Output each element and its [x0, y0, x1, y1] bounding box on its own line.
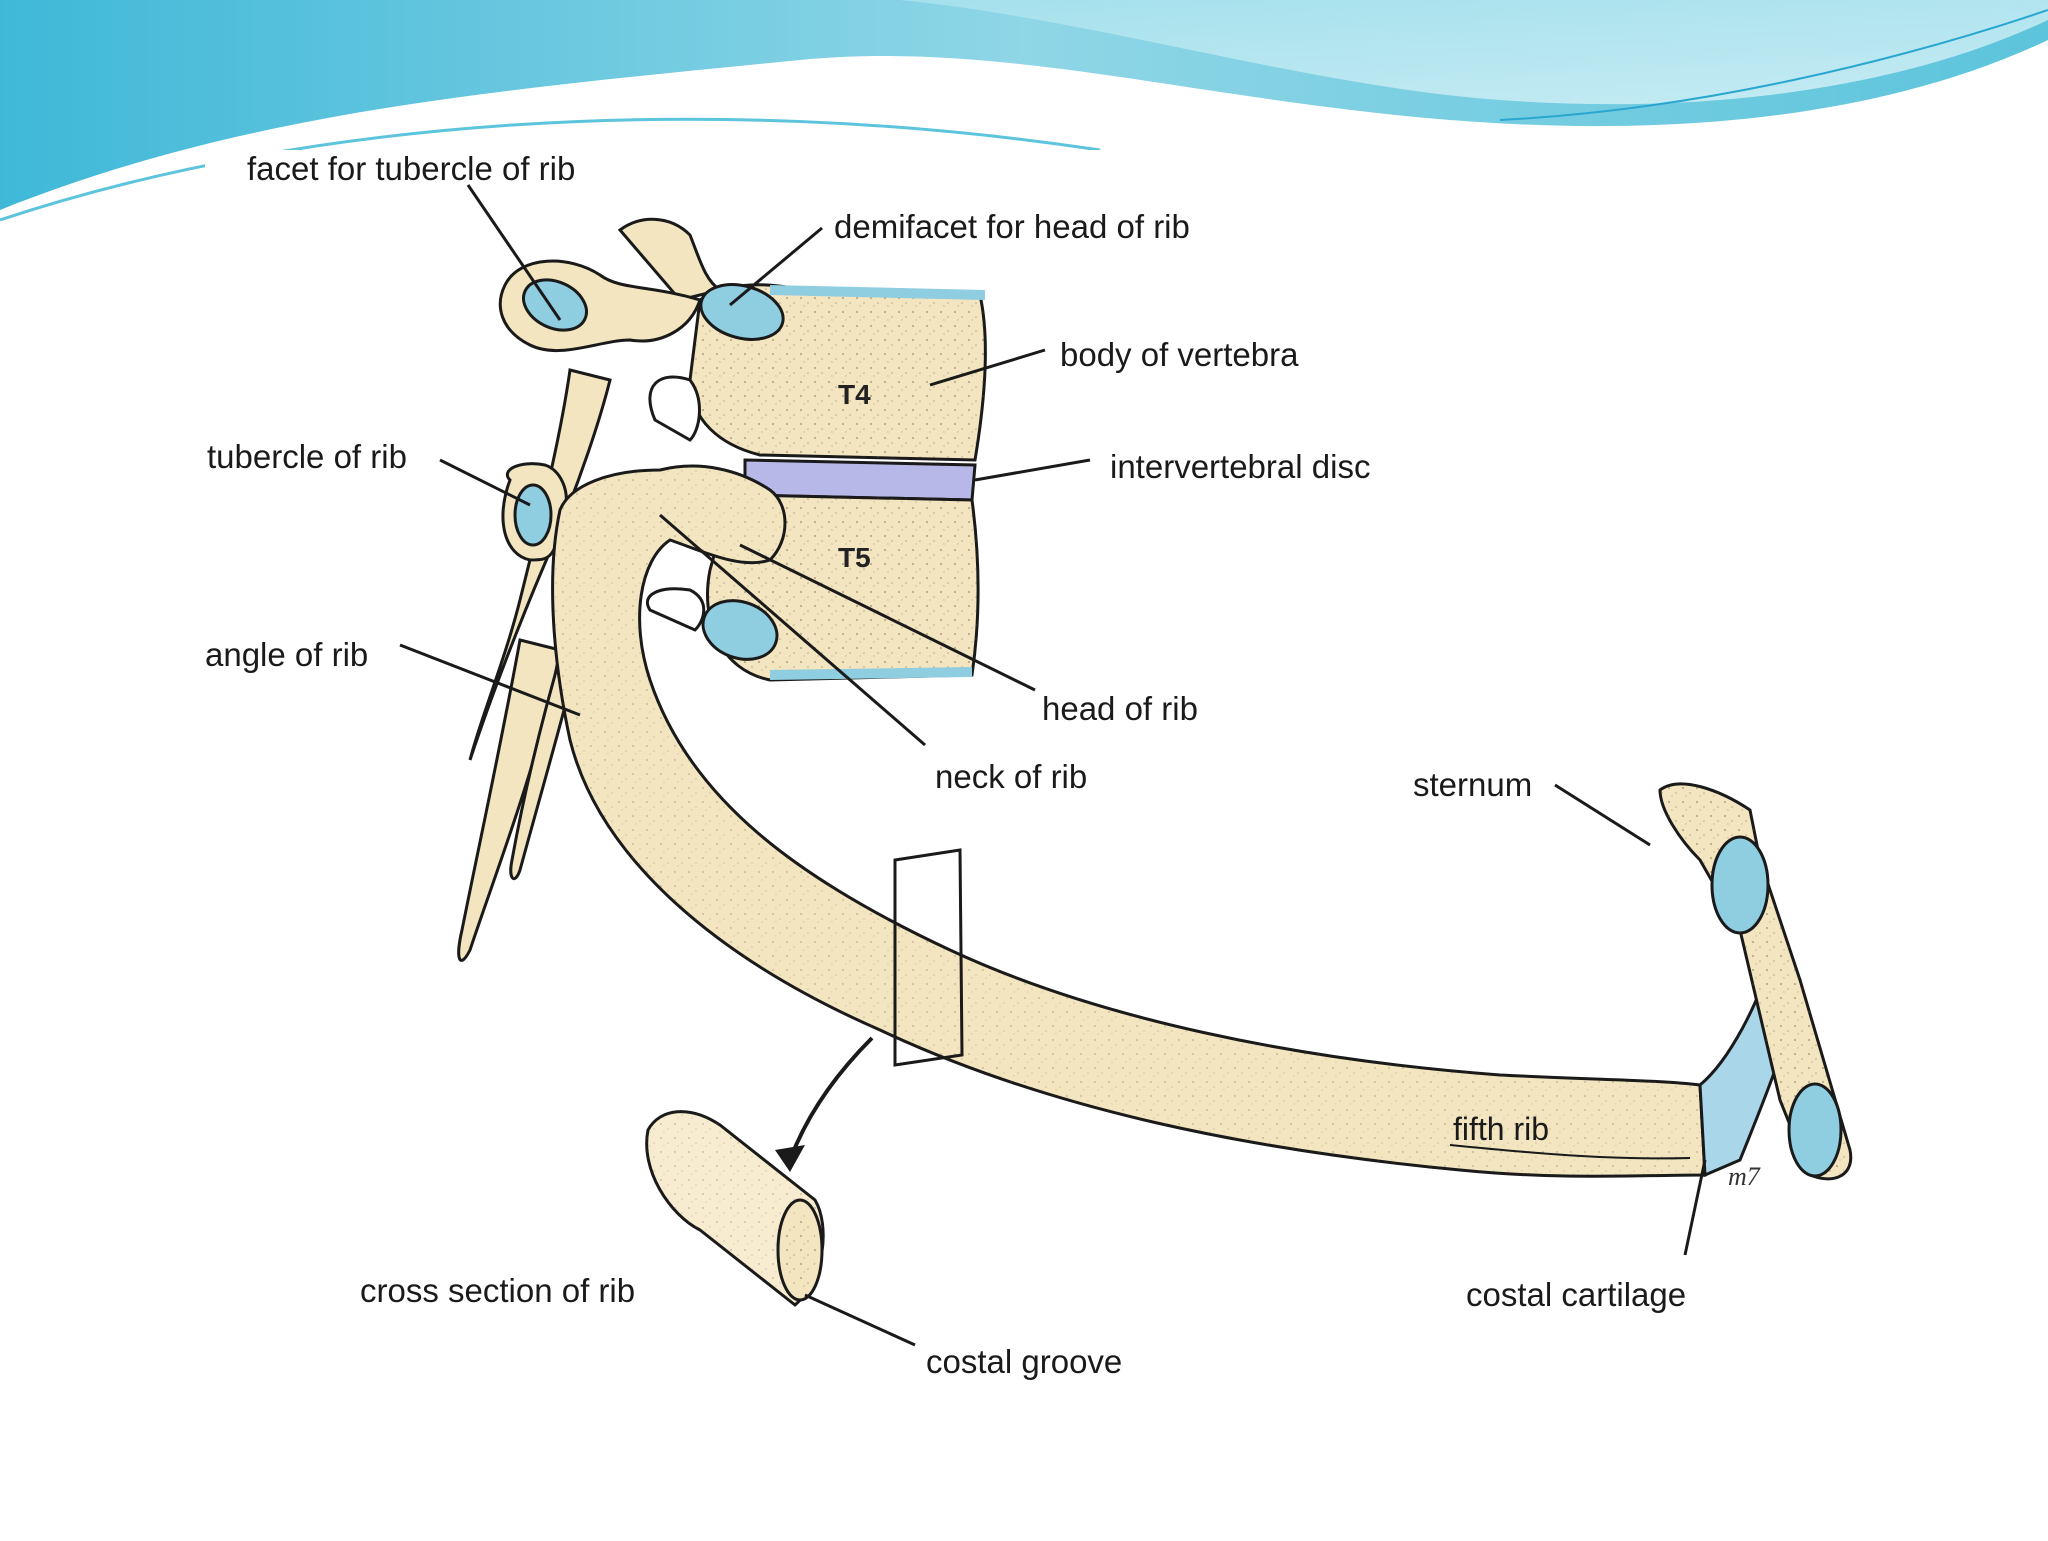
label-facet-tubercle: facet for tubercle of rib [247, 150, 576, 187]
t4-label: T4 [838, 379, 871, 410]
section-arrow [775, 1036, 874, 1172]
sternum-shape: m7 [1658, 782, 1853, 1191]
label-costal-cartilage: costal cartilage [1466, 1276, 1687, 1313]
vertebra-t4 [498, 259, 987, 462]
label-tubercle-rib: tubercle of rib [207, 438, 407, 475]
leader-lines [399, 184, 1707, 1347]
demifacet-head-shape [699, 283, 785, 341]
label-costal-groove: costal groove [926, 1343, 1123, 1380]
fifth-rib [551, 464, 1707, 1178]
intervertebral-disc-shape [743, 458, 977, 502]
fifth-rib-label: fifth rib [1453, 1111, 1549, 1147]
t5-label: T5 [838, 542, 871, 573]
label-body-vertebra: body of vertebra [1060, 336, 1299, 373]
label-sternum: sternum [1413, 766, 1533, 803]
label-head-rib: head of rib [1042, 690, 1198, 727]
facet-tubercle-shape [522, 278, 588, 332]
section-plane [893, 848, 964, 1067]
label-intervertebral-disc: intervertebral disc [1110, 448, 1371, 485]
label-neck-rib: neck of rib [935, 758, 1088, 795]
rib-cross-section [645, 1110, 825, 1307]
label-cross-section: cross section of rib [360, 1272, 636, 1309]
label-angle-rib: angle of rib [205, 636, 369, 673]
artist-signature: m7 [1728, 1162, 1761, 1191]
label-demifacet-head: demifacet for head of rib [834, 208, 1190, 245]
header-wave [0, 0, 2048, 222]
